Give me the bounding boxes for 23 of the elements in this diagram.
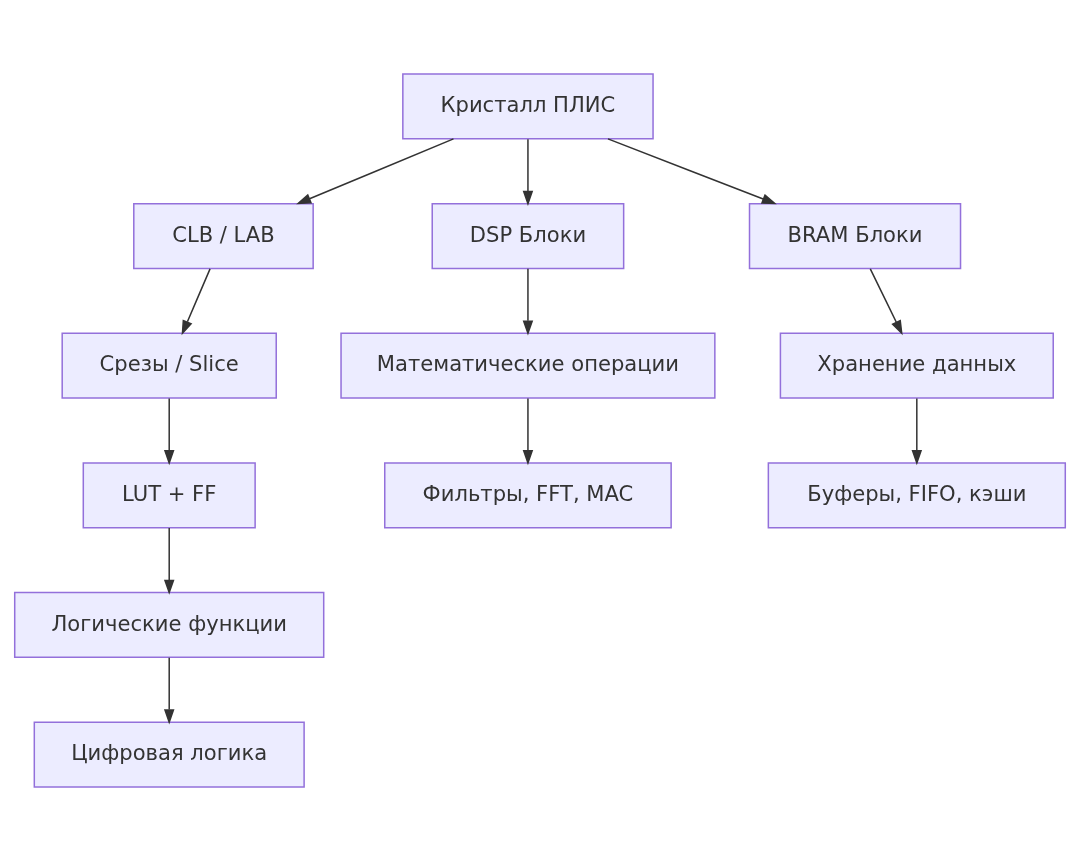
node-box: Кристалл ПЛИС: [402, 72, 654, 140]
node-box: CLB / LAB: [133, 202, 314, 269]
arrow: [911, 397, 923, 465]
arrow: [607, 137, 777, 204]
node-box: LUT + FF: [82, 461, 256, 528]
node-box: BRAM Блоки: [748, 202, 962, 269]
node-box: Фильтры, FFT, MAC: [384, 461, 672, 528]
arrow: [163, 397, 175, 465]
arrow: [163, 526, 175, 595]
arrow: [522, 397, 534, 465]
arrow: [522, 267, 534, 336]
arrow: [869, 267, 903, 335]
node-box: Срезы / Slice: [61, 332, 277, 399]
node-box: Логические функции: [13, 591, 325, 658]
arrow: [181, 267, 211, 335]
arrow: [296, 137, 455, 204]
node-box: Хранение данных: [779, 332, 1054, 399]
arrow: [163, 656, 175, 724]
node-box: DSP Блоки: [431, 202, 625, 269]
node-box: Буферы, FIFO, кэши: [767, 461, 1067, 528]
node-box: Математические операции: [340, 332, 716, 399]
node-box: Цифровая логика: [33, 720, 305, 788]
arrow: [522, 137, 534, 206]
